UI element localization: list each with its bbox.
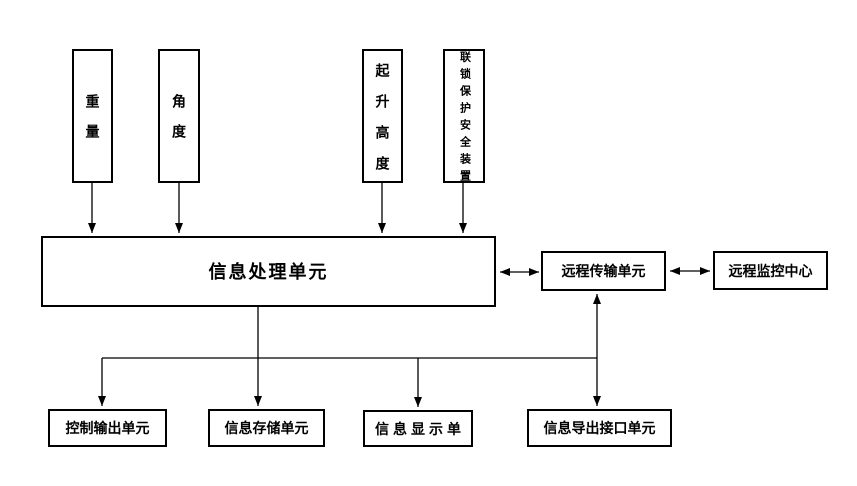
- node-information-processing-unit: 信息处理单元: [41, 236, 496, 307]
- node-remote-transmission-unit: 远程传输单元: [541, 251, 666, 291]
- node-information-display-unit: 信息显示单: [363, 410, 473, 447]
- node-information-export-interface-unit-label: 信息导出接口单元: [543, 420, 656, 436]
- node-control-output-unit-label: 控制输出单元: [65, 420, 150, 436]
- node-hoist-height-label: 起升高度: [374, 62, 391, 187]
- node-remote-monitoring-center: 远程监控中心: [713, 251, 828, 290]
- node-information-storage-unit-label: 信息存储单元: [224, 420, 309, 436]
- node-weight-label: 重量: [84, 94, 101, 154]
- node-information-storage-unit: 信息存储单元: [208, 409, 325, 447]
- node-control-output-unit: 控制输出单元: [48, 409, 167, 447]
- node-remote-monitoring-center-label: 远程监控中心: [728, 262, 813, 279]
- node-interlock-safety: 联锁保护安全装置: [443, 49, 485, 187]
- node-information-processing-unit-label: 信息处理单元: [208, 261, 329, 282]
- node-remote-transmission-unit-label: 远程传输单元: [561, 263, 646, 279]
- node-information-display-unit-label: 信息显示单: [375, 420, 465, 437]
- node-interlock-safety-label: 联锁保护安全装置: [458, 51, 471, 187]
- node-hoist-height: 起升高度: [362, 49, 403, 187]
- node-angle-label: 角度: [171, 94, 187, 154]
- node-weight: 重量: [72, 49, 113, 183]
- node-angle: 角度: [158, 49, 200, 183]
- node-information-export-interface-unit: 信息导出接口单元: [527, 409, 672, 447]
